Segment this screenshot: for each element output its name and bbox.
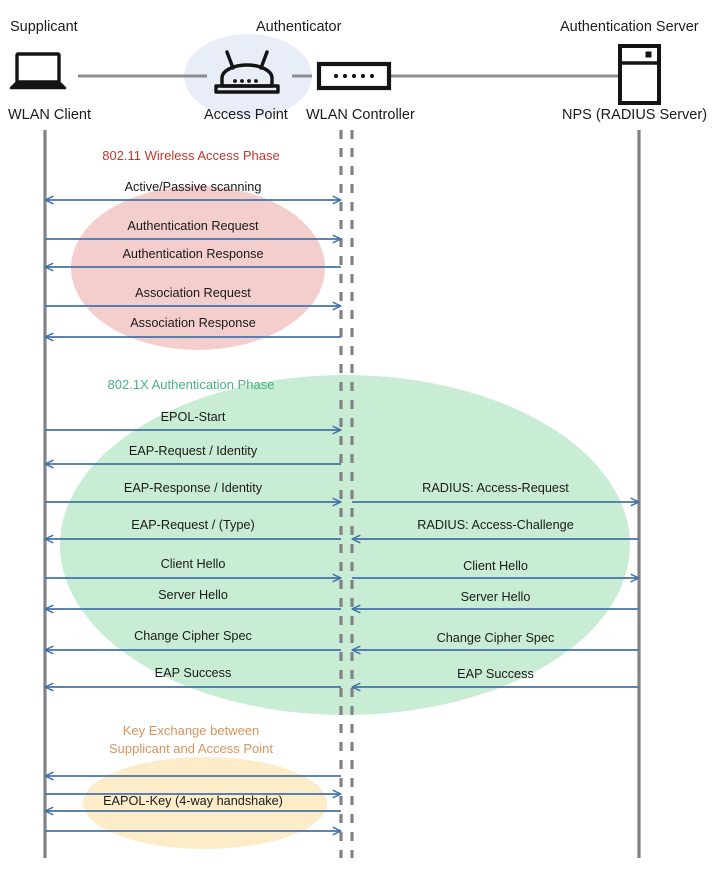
laptop-icon [9, 52, 67, 90]
phase-title-dot1x-auth: 802.1X Authentication Phase [107, 377, 275, 392]
message-arrows-dot1x-left [45, 430, 341, 687]
role-label-authenticator: Authenticator [256, 19, 342, 35]
phase-title-key-exchange-line1: Key Exchange between [122, 723, 260, 738]
message-label-change-cipher-spec-right: Change Cipher Spec [436, 631, 555, 645]
phase-title-key-exchange-line2: Supplicant and Access Point [108, 741, 274, 756]
message-label-eapol-key-handshake: EAPOL-Key (4-way handshake) [103, 794, 283, 808]
message-label-eap-request-identity: EAP-Request / Identity [128, 444, 258, 458]
message-label-eap-success-left: EAP Success [154, 666, 232, 680]
phase-ellipse-wireless-access [71, 186, 325, 350]
message-label-radius-access-request: RADIUS: Access-Request [422, 481, 569, 495]
message-label-change-cipher-spec-left: Change Cipher Spec [134, 629, 252, 643]
device-label-access-point: Access Point [204, 107, 288, 123]
message-label-authentication-request: Authentication Request [127, 219, 259, 233]
network-switch-icon [316, 61, 392, 91]
message-label-client-hello-right: Client Hello [463, 559, 528, 573]
role-label-supplicant: Supplicant [10, 19, 78, 35]
message-label-client-hello-left: Client Hello [160, 557, 226, 571]
message-label-eap-request-type: EAP-Request / (Type) [131, 518, 255, 532]
message-arrows-wireless-access [45, 200, 341, 337]
server-tower-icon [618, 44, 661, 105]
phase-title-wireless-access: 802.11 Wireless Access Phase [102, 148, 280, 163]
phase-ellipse-authenticator [184, 34, 312, 118]
message-label-eapol-start: EPOL-Start [160, 410, 226, 424]
message-label-server-hello-left: Server Hello [158, 588, 228, 602]
message-label-server-hello-right: Server Hello [460, 590, 531, 604]
device-label-wlan-client: WLAN Client [8, 107, 91, 123]
message-label-association-request: Association Request [135, 286, 251, 300]
message-label-association-response: Association Response [130, 316, 256, 330]
message-label-active-passive-scanning: Active/Passive scanning [124, 180, 262, 194]
message-label-eap-success-right: EAP Success [457, 667, 534, 681]
wireless-router-icon [214, 50, 280, 94]
message-arrows-key-exchange [45, 776, 341, 831]
phase-ellipse-dot1x-auth [60, 375, 630, 715]
message-arrows-dot1x-right [352, 502, 639, 687]
message-label-authentication-response: Authentication Response [122, 247, 264, 261]
role-label-authentication-server: Authentication Server [560, 19, 699, 35]
message-label-eap-response-identity: EAP-Response / Identity [123, 481, 263, 495]
device-label-wlan-controller: WLAN Controller [306, 107, 415, 123]
device-label-nps-radius-server: NPS (RADIUS Server) [562, 107, 708, 123]
message-label-radius-access-challenge: RADIUS: Access-Challenge [417, 518, 574, 532]
phase-ellipse-key-exchange [83, 757, 327, 849]
